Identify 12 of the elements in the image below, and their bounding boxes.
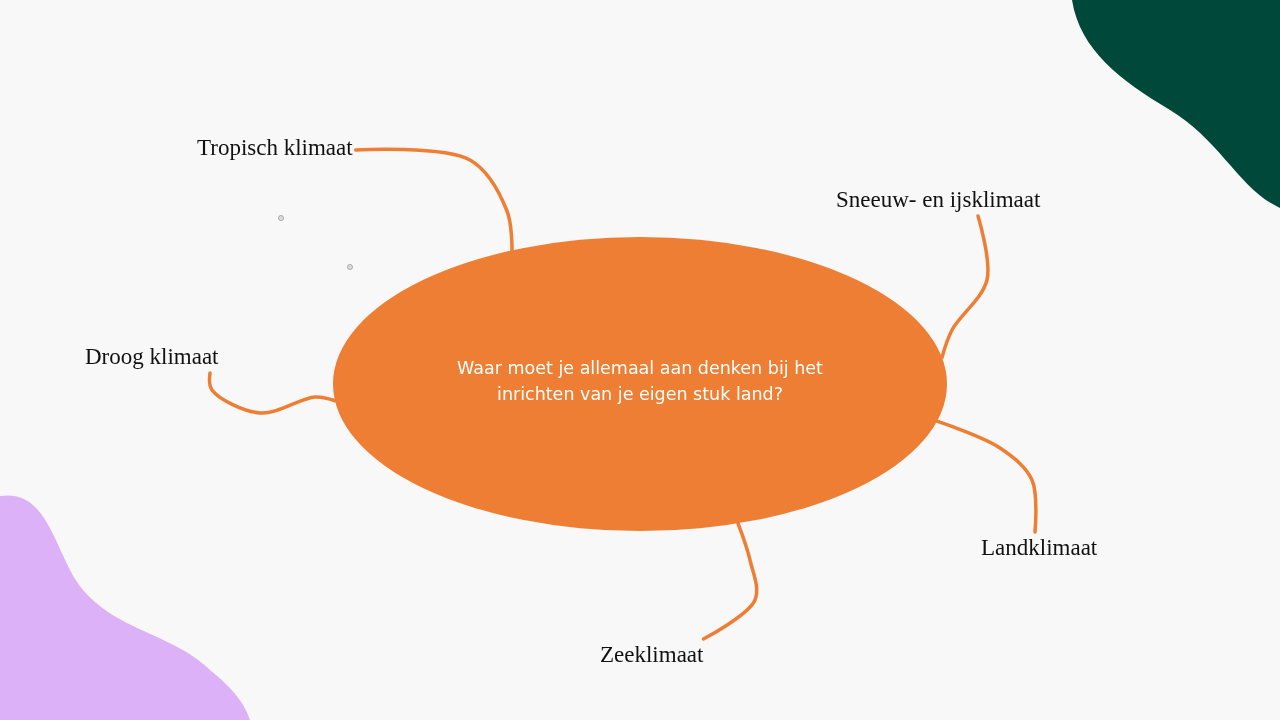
connector-curve bbox=[935, 419, 1038, 534]
topic-label: Landklimaat bbox=[981, 534, 1098, 562]
connector-curve bbox=[940, 214, 990, 360]
topic-label: Zeeklimaat bbox=[600, 641, 704, 669]
connector-curve bbox=[353, 147, 514, 253]
connector-curve bbox=[207, 371, 337, 415]
central-ellipse bbox=[333, 237, 947, 531]
connector-curve bbox=[701, 521, 759, 641]
topic-label: Droog klimaat bbox=[85, 343, 219, 371]
topic-label: Tropisch klimaat bbox=[197, 134, 353, 162]
question-text: Waar moet je allemaal aan denken bij het inrichten van je eigen stuk land? bbox=[456, 357, 824, 406]
topic-label: Sneeuw- en ijsklimaat bbox=[836, 186, 1041, 214]
